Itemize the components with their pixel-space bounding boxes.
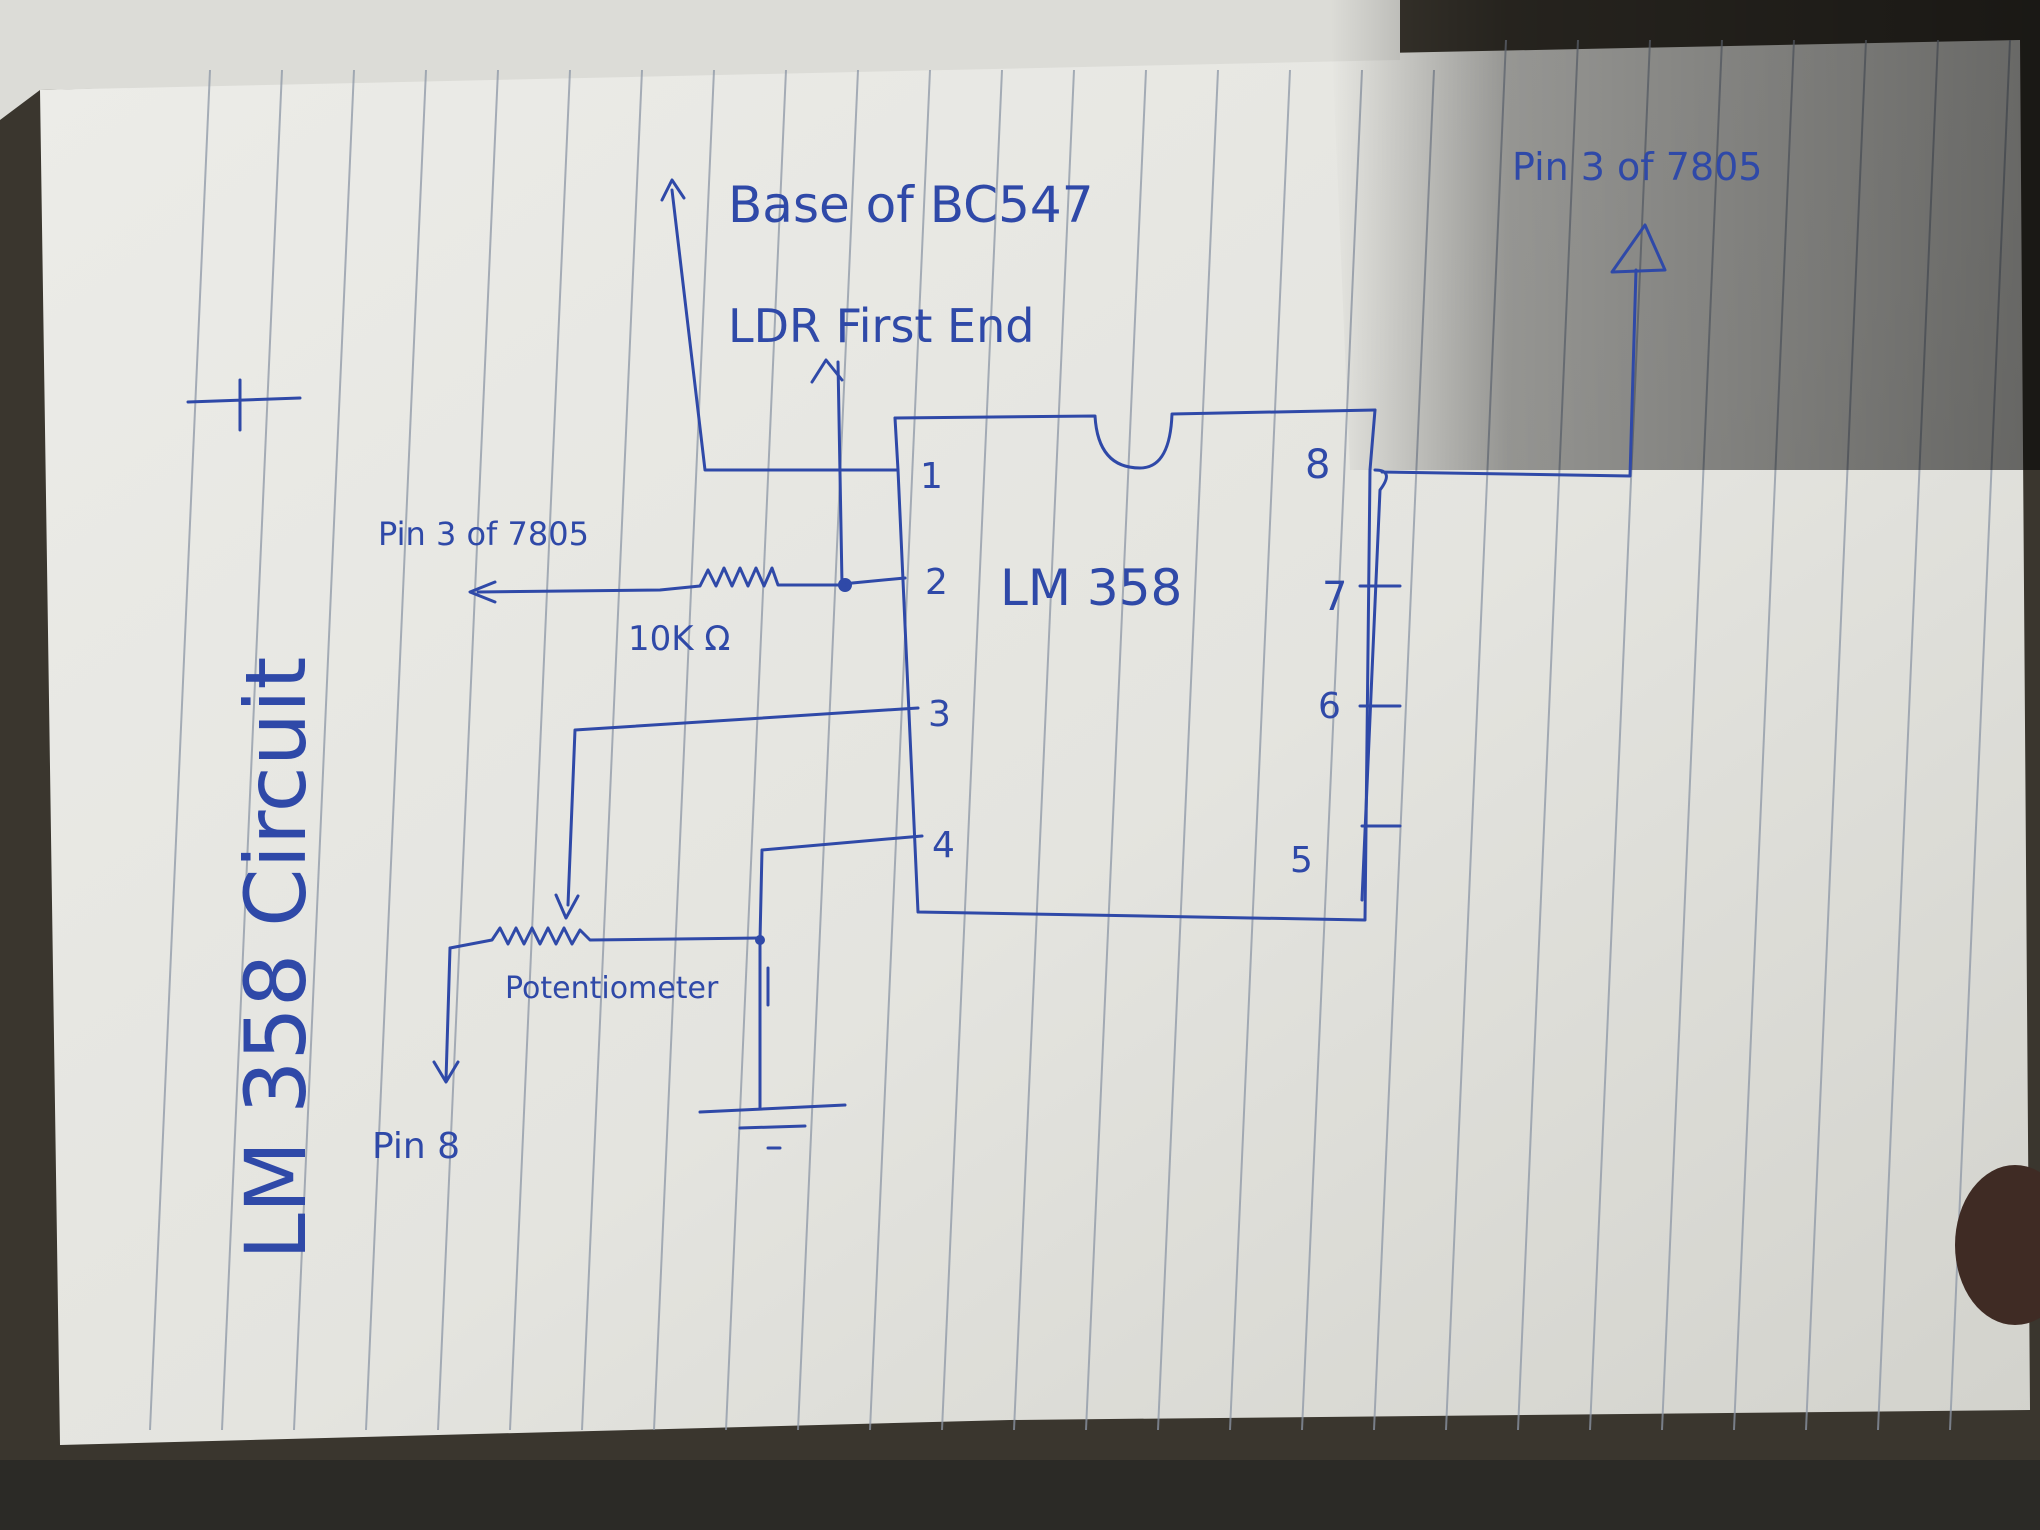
pot-junction-dot [755, 935, 765, 945]
resistor-10k [476, 566, 847, 594]
pot-left-arrow [432, 1060, 460, 1084]
title-mark [186, 378, 302, 432]
paper-top-sheet [0, 0, 1400, 120]
pot-end-label: Pin 8 [372, 1126, 460, 1167]
ruled-line [293, 69, 355, 1431]
ruled-line [797, 69, 859, 1431]
ruled-line [1229, 69, 1291, 1431]
hand-shadow [1330, 0, 2040, 470]
pin8-arrow [1610, 223, 1667, 274]
ic-body-outline [893, 408, 1377, 922]
pin-8-number: 8 [1305, 442, 1330, 488]
ruled-line [509, 69, 571, 1431]
resistor-arrow [468, 580, 497, 604]
potentiometer-label: Potentiometer [505, 971, 719, 1006]
title-group: LM 358 Circuit [227, 657, 325, 1260]
ruled-line [221, 69, 283, 1431]
desk-edge [0, 1460, 2040, 1530]
ruled-line [365, 69, 427, 1431]
ruled-line [941, 69, 1003, 1431]
ruled-line [1157, 69, 1219, 1431]
pin-1-number: 1 [920, 456, 943, 497]
resistor-label: Pin 3 of 7805 [378, 515, 589, 553]
pin3-wire [566, 706, 920, 907]
pin8-wire [1380, 268, 1638, 478]
pin-4-number: 4 [932, 825, 955, 866]
pin4-ground-wire [758, 834, 924, 1110]
ic-top-edge [893, 408, 1377, 470]
ground-symbol [698, 1103, 847, 1150]
pin-5-number: 5 [1290, 840, 1313, 881]
pin-7-number: 7 [1322, 574, 1347, 620]
ic-lm358: LM 358 1 2 3 4 5 6 7 8 [893, 408, 1402, 922]
pin1-label: Base of BC547 [728, 176, 1094, 234]
resistor-value: 10K Ω [628, 619, 730, 659]
pin-2-number: 2 [925, 562, 948, 603]
pin3-arrow [554, 893, 580, 920]
ruled-line [1013, 69, 1075, 1431]
ic-right-edge [1360, 468, 1388, 902]
potentiometer-symbol [448, 926, 762, 950]
pin8-label: Pin 3 of 7805 [1512, 145, 1762, 189]
pin-3-number: 3 [928, 694, 951, 735]
ruled-line [437, 69, 499, 1431]
ruled-line [581, 69, 643, 1431]
pin1-arrow [660, 178, 686, 202]
pin1-wire [670, 188, 900, 472]
ruled-line [149, 69, 211, 1431]
pot-left-wire [444, 946, 452, 1082]
ruled-line [869, 69, 931, 1431]
ic-name: LM 358 [1000, 559, 1182, 617]
pin-stubs-right [1358, 584, 1402, 828]
ruled-line [1085, 69, 1147, 1431]
pin-6-number: 6 [1318, 686, 1341, 727]
ruled-line [653, 69, 715, 1431]
finger [1955, 1165, 2040, 1325]
pin2-arrow [810, 358, 844, 384]
ruled-line [725, 69, 787, 1431]
diagram-title: LM 358 Circuit [227, 657, 325, 1260]
pin2-label: LDR First End [728, 299, 1034, 353]
